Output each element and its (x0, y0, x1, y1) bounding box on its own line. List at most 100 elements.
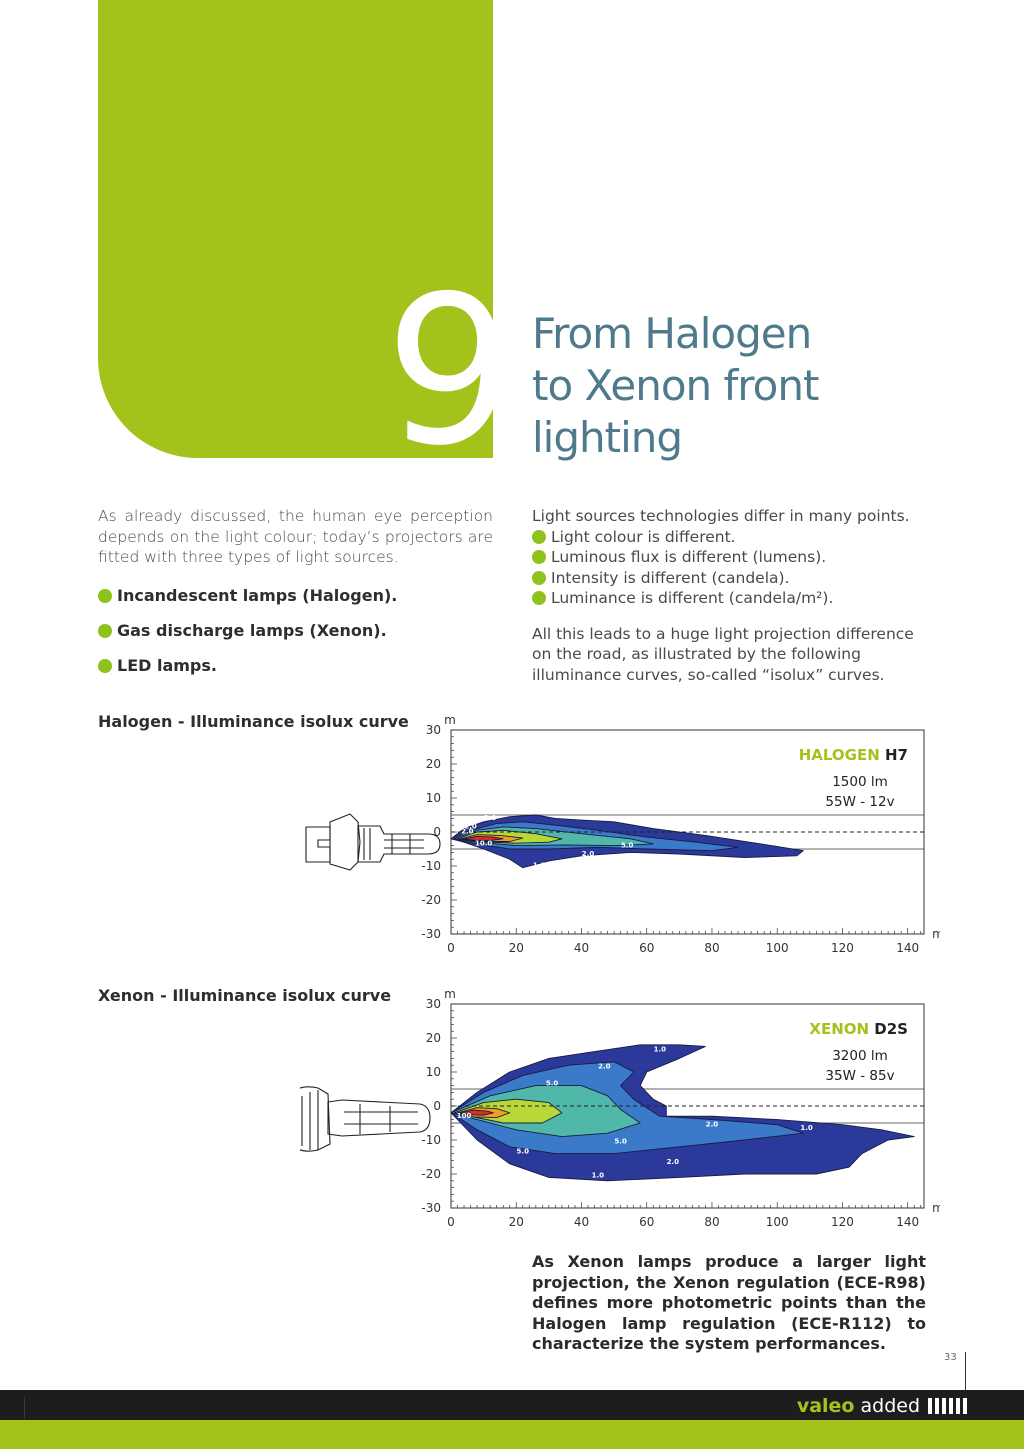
list-item: Incandescent lamps (Halogen). (98, 586, 493, 606)
list-item-label: Luminance is different (candela/m²). (551, 589, 834, 607)
y-tick-label: -10 (421, 1133, 441, 1147)
y-tick-label: -20 (421, 893, 441, 907)
isolux-label: 5.0 (614, 1137, 627, 1145)
bullet-icon (532, 591, 546, 606)
x-tick-label: 80 (704, 941, 719, 955)
isolux-label: 10.0 (475, 840, 492, 848)
chapter-number: 9 (384, 253, 516, 491)
list-item-label: Intensity is different (candela). (551, 568, 790, 587)
brand-logo: valeo added (797, 1393, 967, 1419)
x-tick-label: 140 (896, 941, 919, 955)
lamp-type: HALOGEN (799, 746, 885, 764)
xenon-chart-label: Xenon - Illuminance isolux curve (98, 986, 392, 1005)
list-item-label: Light colour is different. (551, 527, 736, 546)
lamp-spec-line: 35W - 85v (825, 1068, 894, 1084)
differences-column: Light sources technologies differ in man… (532, 506, 927, 685)
brand-tagline: added (860, 1395, 920, 1417)
isolux-label: 2.0 (667, 1158, 680, 1166)
isolux-label: 1.0 (533, 862, 546, 870)
isolux-label: 2.0 (484, 814, 497, 822)
lamp-spec-line: 1500 lm (832, 774, 888, 790)
list-item: Light colour is different. (532, 527, 927, 548)
x-tick-label: 40 (574, 941, 589, 955)
y-tick-label: 10 (426, 1065, 441, 1079)
halogen-bulb-icon (305, 813, 441, 871)
x-tick-label: 0 (447, 1215, 455, 1229)
y-unit-label: m (444, 987, 456, 1001)
x-tick-label: 100 (766, 1215, 789, 1229)
differences-lead: Light sources technologies differ in man… (532, 507, 910, 525)
y-tick-label: -10 (421, 859, 441, 873)
lamp-types-list: Incandescent lamps (Halogen). Gas discha… (98, 586, 493, 691)
list-item-label: LED lamps. (117, 656, 217, 675)
x-tick-label: 140 (896, 1215, 919, 1229)
bullet-icon (532, 570, 546, 585)
isolux-label: 100 (457, 1112, 472, 1120)
isolux-label: 1.0 (654, 1046, 667, 1054)
list-item: Intensity is different (candela). (532, 568, 927, 589)
x-tick-label: 40 (574, 1215, 589, 1229)
list-item-label: Gas discharge lamps (Xenon). (117, 621, 387, 640)
list-item: Luminance is different (candela/m²). (532, 588, 927, 609)
x-tick-label: 120 (831, 941, 854, 955)
title-line-3: lighting (532, 413, 683, 462)
x-tick-label: 80 (704, 1215, 719, 1229)
isolux-label: 2.0 (598, 1063, 611, 1071)
page-number: 33 (944, 1352, 957, 1363)
closing-paragraph: As Xenon lamps produce a larger light pr… (532, 1252, 926, 1353)
intro-paragraph: As already discussed, the human eye perc… (98, 507, 493, 566)
list-item-label: Luminous flux is different (lumens). (551, 548, 827, 566)
x-tick-label: 60 (639, 941, 654, 955)
y-tick-label: -20 (421, 1167, 441, 1181)
lamp-spec-line: 3200 lm (832, 1048, 888, 1064)
xenon-bulb-icon (300, 1086, 431, 1152)
lamp-model: H7 (885, 746, 908, 764)
y-tick-label: -30 (421, 1201, 441, 1215)
isolux-label: 5.0 (546, 1080, 559, 1088)
y-unit-label: m (444, 713, 456, 727)
halogen-chart-label: Halogen - Illuminance isolux curve (98, 712, 409, 731)
isolux-label: 1.0 (592, 1171, 605, 1179)
y-tick-label: 10 (426, 791, 441, 805)
isolux-shapes (450, 1044, 915, 1182)
isolux-label: 5.0 (517, 1148, 530, 1156)
y-tick-label: 20 (426, 1031, 441, 1045)
y-tick-label: 0 (433, 825, 441, 839)
list-item: Gas discharge lamps (Xenon). (98, 621, 493, 641)
chapter-banner (98, 0, 493, 458)
y-tick-label: 30 (426, 723, 441, 737)
page-title: From Halogen to Xenon front lighting (532, 308, 819, 464)
x-tick-label: 100 (766, 941, 789, 955)
list-item-label: Incandescent lamps (Halogen). (117, 586, 398, 605)
bullet-icon (98, 659, 112, 673)
lamp-type: XENON (809, 1020, 874, 1038)
isolux-label: 2.0 (582, 850, 595, 858)
footer-bar (0, 1390, 1024, 1420)
x-unit-label: m (932, 927, 940, 941)
isolux-label: 1.0 (826, 1175, 839, 1183)
x-tick-label: 60 (639, 1215, 654, 1229)
x-tick-label: 120 (831, 1215, 854, 1229)
isolux-label: 5.0 (621, 841, 634, 849)
lamp-spec-line: 55W - 12v (825, 794, 894, 810)
page-number-rule (965, 1352, 966, 1392)
x-unit-label: m (932, 1201, 940, 1215)
isolux-label: 2.0 (461, 828, 474, 836)
title-line-2: to Xenon front (532, 361, 819, 410)
isolux-shapes (450, 814, 804, 869)
isolux-label: 2.0 (464, 823, 477, 831)
lamp-name: XENON D2S (809, 1020, 908, 1038)
differences-list: Light colour is different. Luminous flux… (532, 527, 927, 609)
isolux-paragraph: All this leads to a huge light projectio… (532, 624, 914, 684)
lamp-model: D2S (874, 1020, 908, 1038)
isolux-region (460, 1109, 494, 1116)
y-tick-label: -30 (421, 927, 441, 941)
title-line-1: From Halogen (532, 309, 812, 358)
bullet-icon (98, 589, 112, 603)
brand-name: valeo (796, 1395, 855, 1417)
x-tick-label: 0 (447, 941, 455, 955)
